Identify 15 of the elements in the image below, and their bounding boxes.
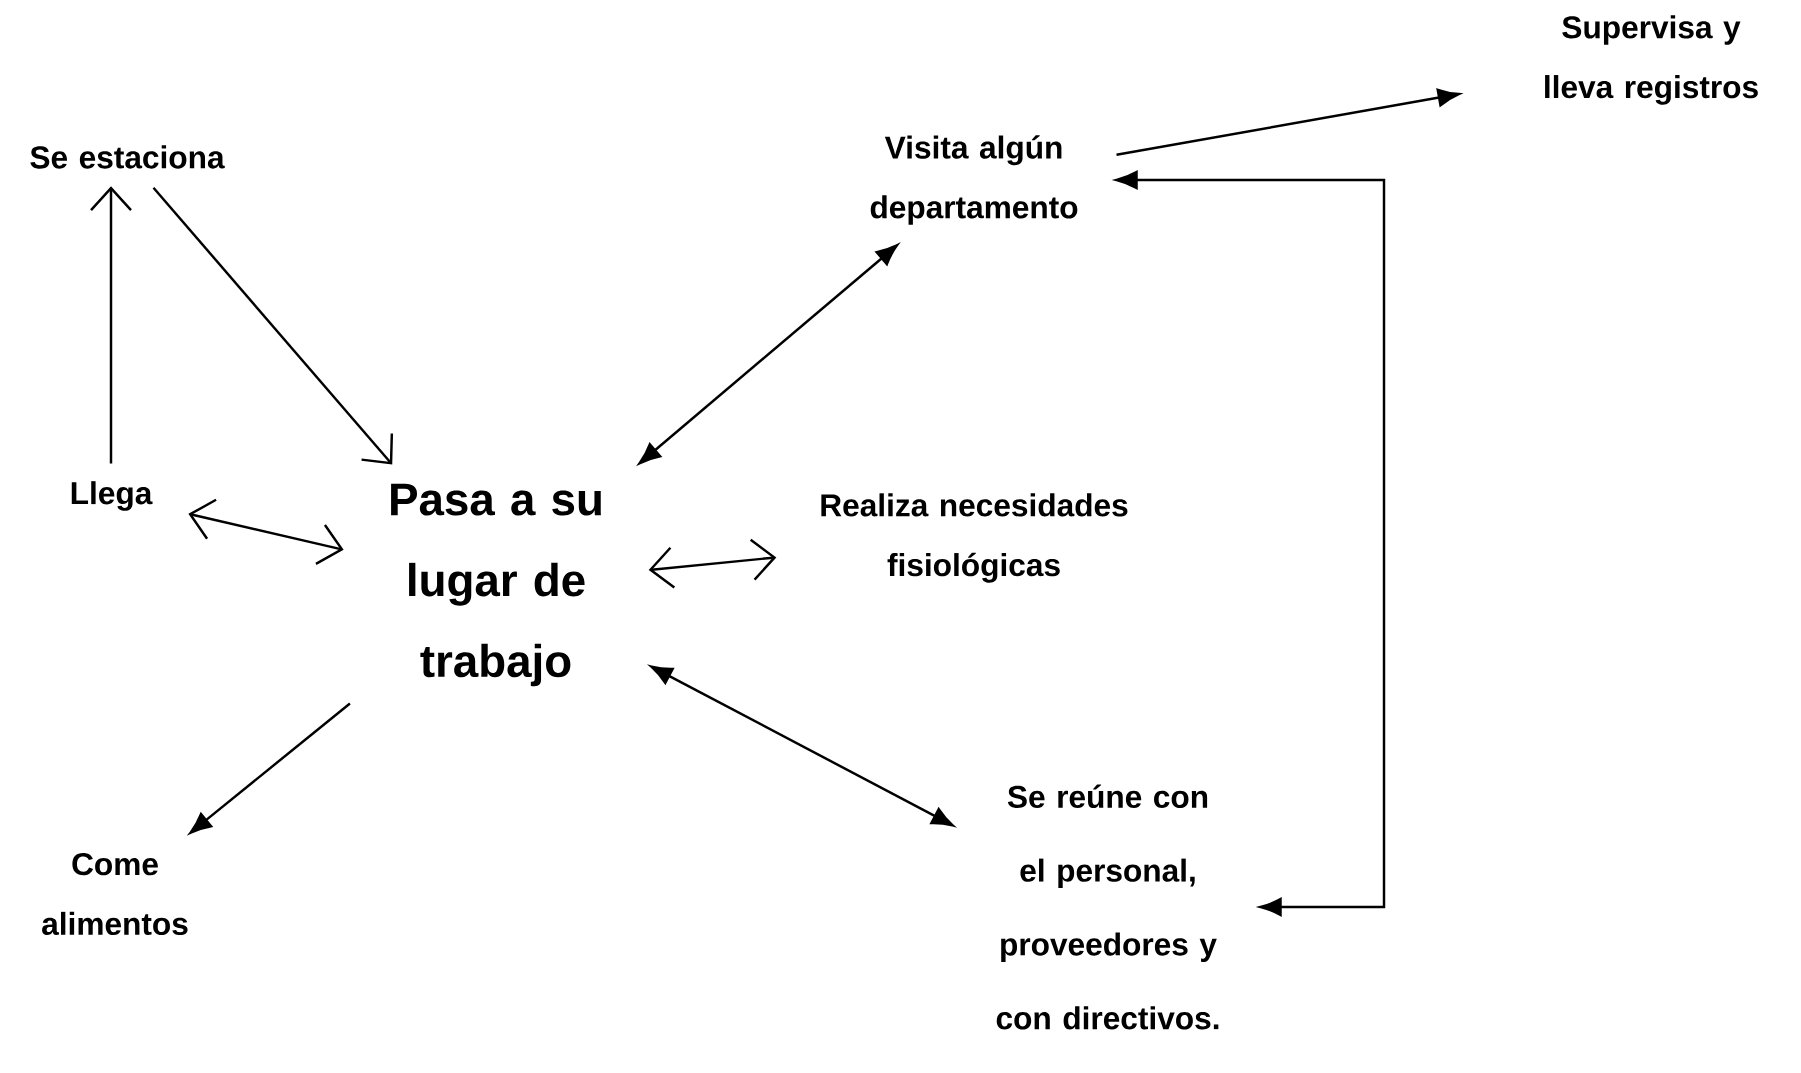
step-text: Come alimentos: [42, 852, 188, 936]
step-text: Se estaciona: [30, 145, 225, 169]
step-text: Visita algún departamento: [870, 135, 1078, 225]
arrow: [90, 186, 132, 464]
arrow: [1115, 170, 1386, 917]
step-text: Llega: [71, 481, 153, 511]
arrow: [648, 538, 777, 589]
arrow: [188, 498, 344, 565]
arrow: [189, 702, 351, 834]
arrow: [638, 244, 899, 465]
step-text: Pasa a su lugar de trabajo: [391, 483, 601, 687]
step-text: Se reúne con el personal, proveedores y con directivos.: [996, 784, 1219, 1030]
arrow: [152, 186, 394, 465]
step-text: Realiza necesidades fisiológicas: [821, 493, 1128, 583]
step-text: Supervisa y lleva registros: [1545, 15, 1758, 105]
